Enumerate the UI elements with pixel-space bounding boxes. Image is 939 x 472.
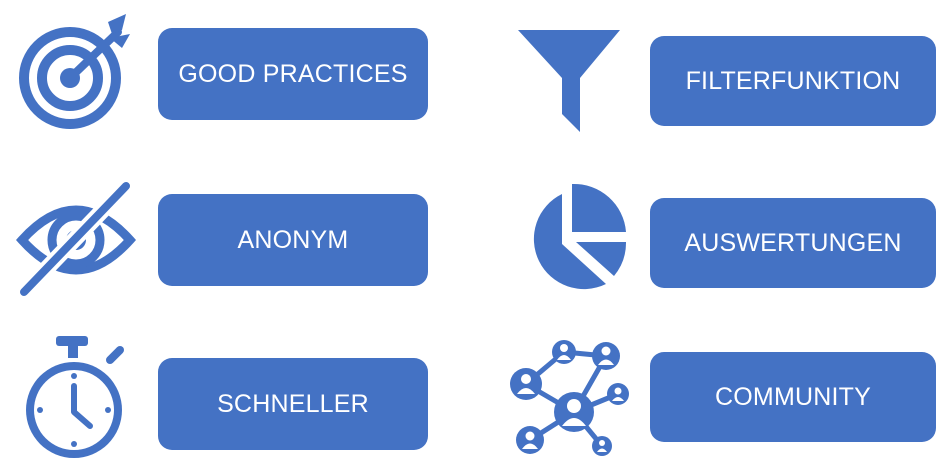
network-people-icon [506,336,634,464]
feature-label-anonym: ANONYM [158,194,428,286]
feature-label-good-practices: GOOD PRACTICES [158,28,428,120]
feature-label-schneller: SCHNELLER [158,358,428,450]
feature-label-filterfunktion: FILTERFUNKTION [650,36,936,126]
funnel-icon [516,28,622,134]
feature-label-auswertungen: AUSWERTUNGEN [650,198,936,288]
pie-chart-icon [510,180,632,302]
target-icon [12,12,134,134]
stopwatch-icon [16,336,134,464]
eye-slash-icon [16,182,136,298]
feature-label-community: COMMUNITY [650,352,936,442]
